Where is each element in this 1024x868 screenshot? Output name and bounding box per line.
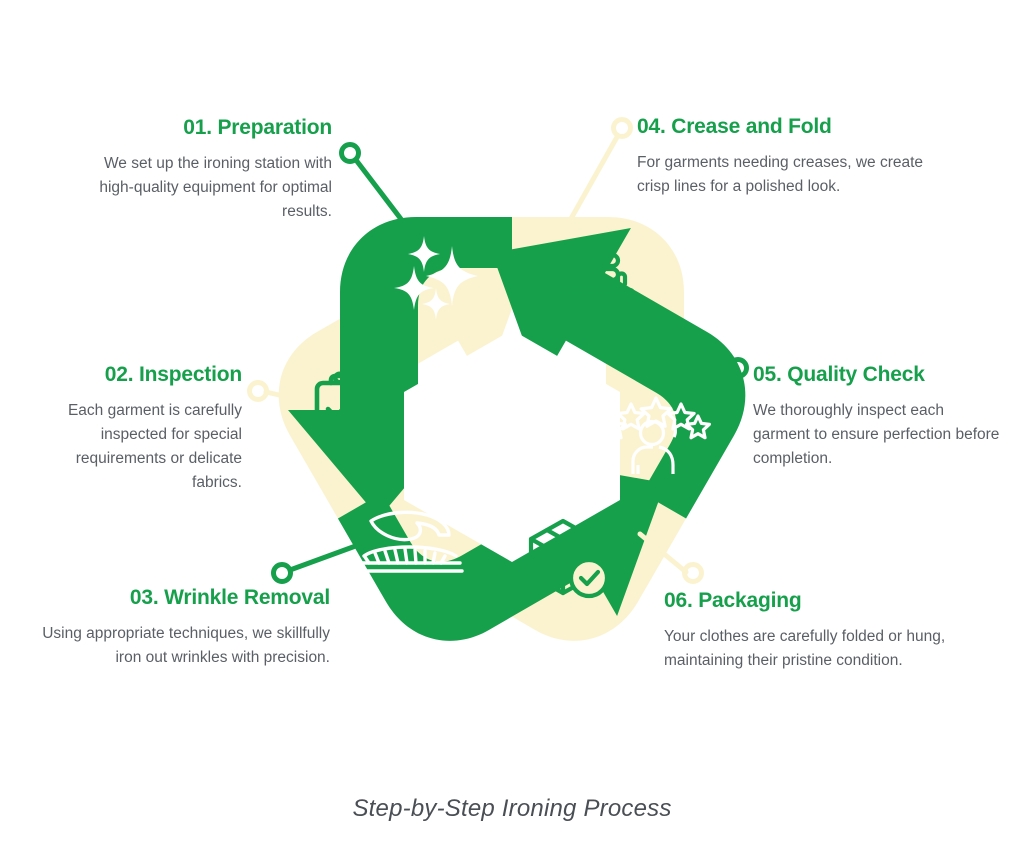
- step-block-05: 05. Quality Check We thoroughly inspect …: [753, 363, 1001, 471]
- step-title-04: 04. Crease and Fold: [637, 115, 832, 138]
- step-block-03: 03. Wrinkle Removal Using appropriate te…: [18, 586, 330, 670]
- step-title-03: 03. Wrinkle Removal: [129, 586, 330, 609]
- step-desc-06: Your clothes are carefully folded or hun…: [664, 628, 946, 670]
- step-title-05: 05. Quality Check: [753, 363, 925, 386]
- step-desc-01: We set up the ironing station with high-…: [99, 155, 332, 221]
- step-title-01: 01. Preparation: [183, 116, 332, 139]
- step-title-06: 06. Packaging: [664, 589, 802, 612]
- diagram-caption: Step-by-Step Ironing Process: [352, 795, 672, 822]
- recycle-symbol: [240, 180, 800, 650]
- connector-03: [271, 537, 375, 584]
- step-desc-02: Each garment is carefully inspected for …: [67, 402, 242, 492]
- step-desc-03: Using appropriate techniques, we skillfu…: [42, 625, 330, 667]
- connector-05: [681, 357, 749, 395]
- step-block-01: 01. Preparation We set up the ironing st…: [72, 116, 332, 224]
- step-block-06: 06. Packaging Your clothes are carefully…: [664, 589, 994, 673]
- step-desc-05: We thoroughly inspect each garment to en…: [753, 402, 1000, 468]
- sparkles-icon: [394, 236, 478, 320]
- clipboard-check-icon: [314, 371, 365, 440]
- five-star-person-icon: [601, 396, 711, 474]
- step-desc-04: For garments needing creases, we create …: [637, 154, 924, 196]
- step-block-04: 04. Crease and Fold For garments needing…: [637, 115, 937, 199]
- package-check-icon: [528, 518, 610, 599]
- connector-02: [247, 380, 321, 407]
- center-cutout: [404, 330, 620, 562]
- connector-01: [339, 142, 423, 247]
- laundry-basket-icon: [548, 252, 636, 343]
- iron-board-icon: [356, 510, 464, 573]
- step-title-02: 02. Inspection: [104, 363, 242, 386]
- connector-06: [637, 531, 704, 584]
- connector-04: [565, 117, 633, 227]
- step-block-02: 02. Inspection Each garment is carefully…: [38, 363, 242, 495]
